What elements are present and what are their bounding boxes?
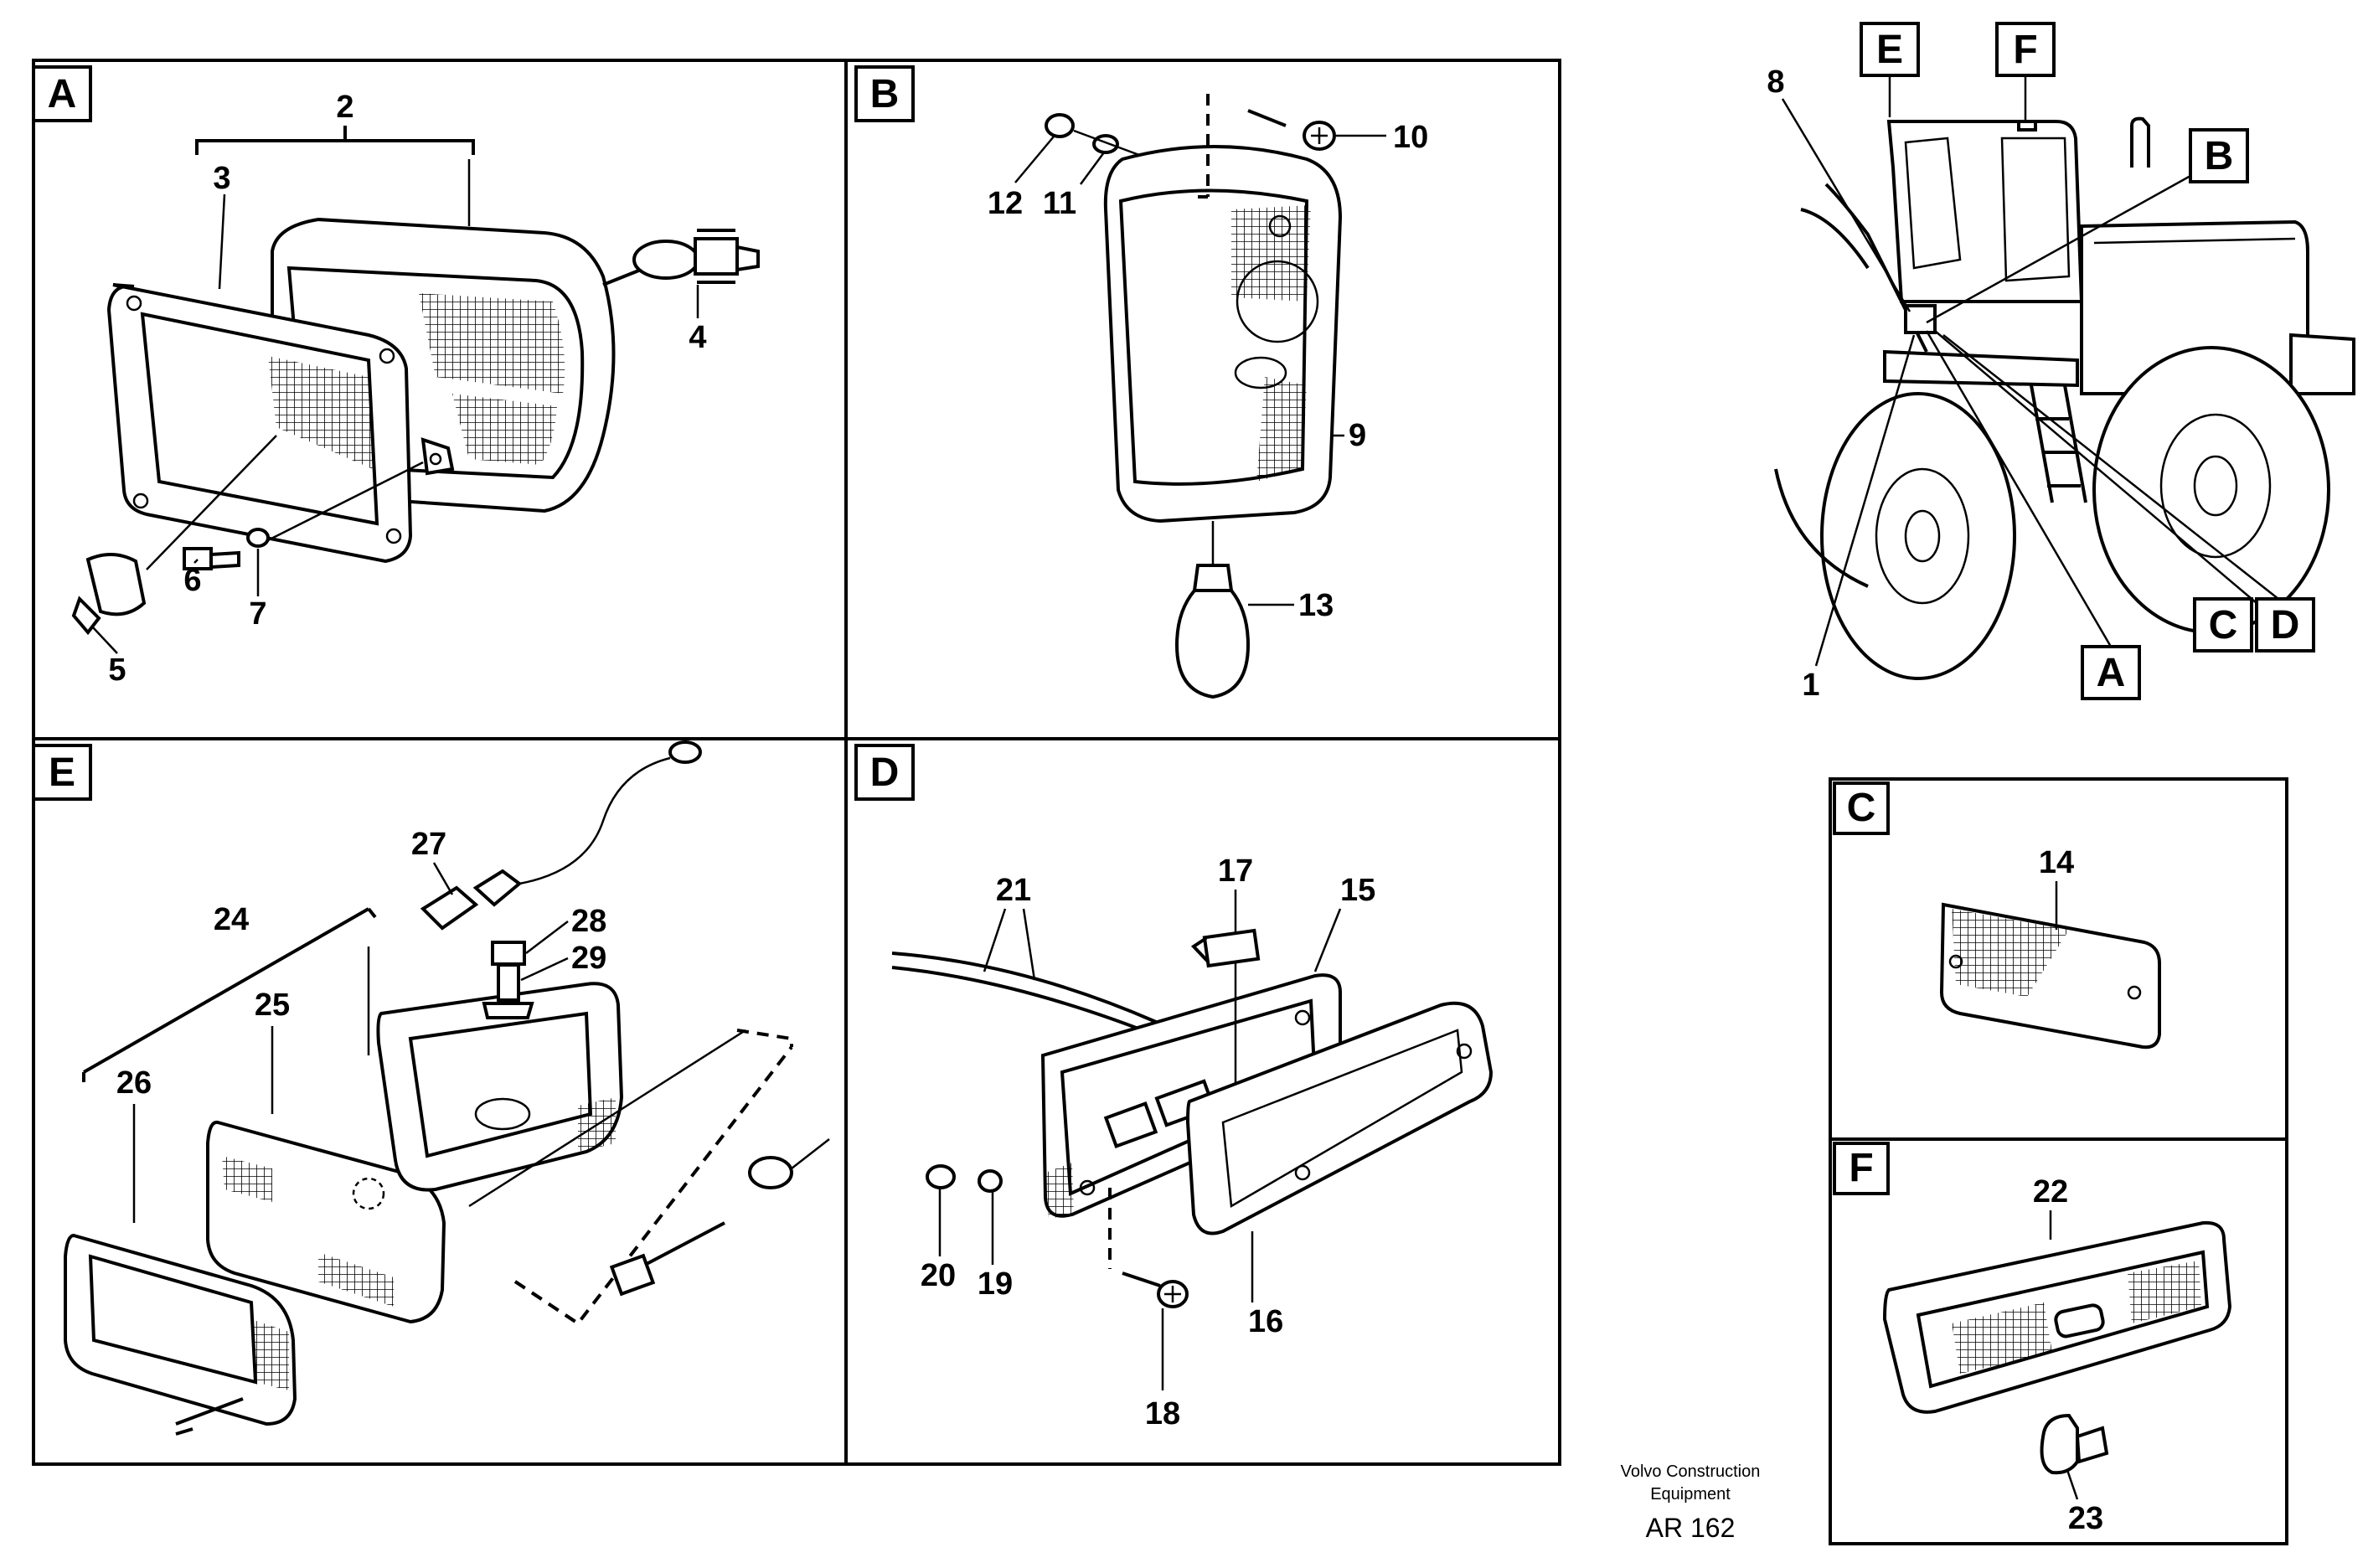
svg-text:17: 17	[1218, 854, 1253, 889]
svg-text:E: E	[49, 750, 75, 795]
svg-text:11: 11	[1043, 186, 1076, 221]
svg-text:D: D	[870, 750, 900, 795]
overview-loader-drawing	[1774, 116, 2355, 680]
svg-text:26: 26	[116, 1065, 152, 1101]
svg-text:D: D	[2271, 603, 2300, 647]
svg-text:A: A	[2097, 651, 2126, 695]
panel-f-drawing	[1882, 1220, 2232, 1475]
panel-frames	[32, 59, 2288, 1545]
svg-text:2: 2	[336, 90, 353, 125]
overview-tag-c: C	[2193, 597, 2253, 652]
panel-c-callouts: 14	[2039, 845, 2074, 930]
panel-a-drawing	[71, 126, 760, 636]
svg-text:5: 5	[108, 652, 126, 688]
panel-f-tag: F	[1833, 1142, 1890, 1195]
panel-f-frame	[1829, 1137, 2288, 1545]
svg-text:18: 18	[1145, 1396, 1180, 1431]
svg-text:20: 20	[921, 1258, 956, 1293]
overview-tag-a: A	[1925, 330, 2141, 700]
svg-text:8: 8	[1767, 64, 1784, 100]
svg-text:23: 23	[2068, 1501, 2103, 1536]
svg-text:3: 3	[213, 161, 230, 196]
overview-tags: E F B C D A	[1860, 22, 2315, 700]
svg-text:14: 14	[2039, 845, 2074, 880]
svg-text:1: 1	[1802, 668, 1819, 703]
footer-brand-line1: Volvo Construction	[1621, 1462, 1761, 1481]
panel-e-callouts: 24 25 26 27 28 29	[116, 827, 606, 1223]
panel-c-tag: C	[1833, 781, 1890, 835]
svg-text:B: B	[870, 72, 900, 116]
svg-text:6: 6	[183, 563, 201, 598]
panel-d-tag: D	[854, 744, 915, 801]
svg-text:10: 10	[1393, 120, 1428, 155]
panel-d-frame	[844, 737, 1561, 1466]
panel-e-tag: E	[32, 744, 92, 801]
overview-tag-b: B	[1926, 128, 2249, 324]
svg-text:13: 13	[1298, 588, 1334, 623]
svg-text:7: 7	[249, 596, 266, 632]
svg-text:22: 22	[2033, 1174, 2068, 1210]
svg-text:25: 25	[255, 988, 290, 1023]
panel-a-callouts: 2 3 4 5 6 7	[91, 90, 707, 688]
overview-callouts: 8 1	[1767, 64, 1916, 703]
panel-b-tag: B	[854, 65, 915, 122]
footer-brand-line2: Equipment	[1650, 1485, 1731, 1504]
svg-text:21: 21	[996, 873, 1031, 908]
panel-f-callouts: 22 23	[2033, 1174, 2103, 1536]
svg-text:A: A	[48, 72, 77, 116]
panel-c-drawing	[1939, 902, 2161, 1050]
footer-block: Volvo Construction Equipment AR 162	[1621, 1462, 1761, 1543]
svg-text:24: 24	[214, 902, 249, 937]
svg-text:19: 19	[978, 1266, 1013, 1302]
svg-text:B: B	[2205, 134, 2234, 178]
svg-text:F: F	[1849, 1146, 1873, 1190]
svg-text:4: 4	[689, 320, 706, 355]
svg-text:9: 9	[1349, 418, 1366, 453]
panel-b-callouts: 9 10 11 12 13	[988, 120, 1428, 623]
svg-text:12: 12	[988, 186, 1023, 221]
panel-d-callouts: 15 16 17 18 19 20 21	[921, 854, 1375, 1431]
svg-text:27: 27	[411, 827, 446, 862]
svg-text:28: 28	[571, 904, 606, 939]
svg-text:E: E	[1876, 28, 1903, 72]
panel-e-drawing	[64, 740, 830, 1436]
svg-text:C: C	[2209, 603, 2238, 647]
overview-tag-e: E	[1860, 22, 1920, 117]
svg-text:29: 29	[571, 941, 606, 976]
svg-text:15: 15	[1340, 873, 1375, 908]
footer-code: AR 162	[1646, 1513, 1736, 1543]
panel-a-tag: A	[32, 65, 92, 122]
svg-text:16: 16	[1248, 1304, 1283, 1339]
panel-b-drawing	[1045, 94, 1343, 699]
overview-tag-d: D	[1934, 330, 2315, 652]
overview-tag-f: F	[1995, 22, 2056, 121]
svg-text:C: C	[1847, 786, 1876, 830]
svg-text:F: F	[2013, 28, 2037, 72]
panel-d-drawing	[891, 928, 1494, 1308]
